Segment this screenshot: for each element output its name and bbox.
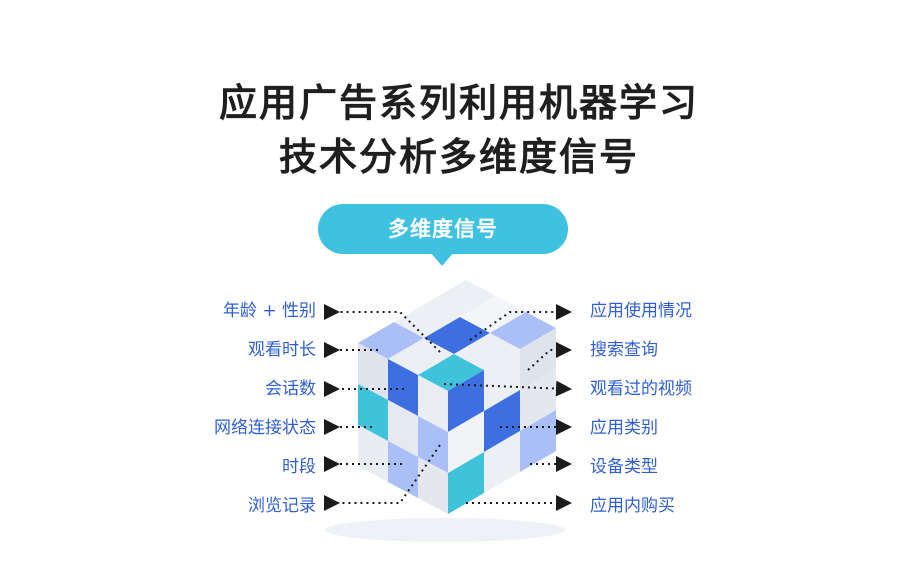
cube-left-face [358, 343, 448, 514]
signal-label-watch-time: 观看时长 [248, 340, 316, 360]
signals-bubble: 多维度信号 [318, 204, 568, 254]
cube-top-face [358, 280, 556, 391]
signal-label-time-of-day: 时段 [282, 457, 316, 477]
cube-shadow [325, 518, 565, 542]
signal-label-app-usage: 应用使用情况 [590, 301, 692, 321]
signal-label-watched-videos: 观看过的视频 [590, 379, 692, 399]
connector-app-usage [469, 304, 572, 341]
connector-watched-videos [443, 380, 572, 397]
right-connectors [443, 304, 572, 511]
left-connectors [324, 304, 441, 511]
signal-label-browsing-history: 浏览记录 [248, 496, 316, 516]
signal-label-device-type: 设备类型 [590, 457, 658, 477]
signal-label-in-app-purchases: 应用内购买 [590, 496, 675, 516]
page-title-line-1: 应用广告系列利用机器学习 [218, 81, 699, 125]
signal-label-app-category: 应用类别 [590, 418, 658, 438]
page-title-line-2: 技术分析多维度信号 [278, 135, 639, 179]
signal-label-age-gender: 年龄 + 性别 [222, 301, 316, 321]
bubble-pointer [430, 252, 454, 266]
signal-label-sessions: 会话数 [265, 379, 316, 399]
signal-label-search-queries: 搜索查询 [590, 340, 658, 360]
connector-age-gender [324, 304, 441, 353]
signal-label-network-status: 网络连接状态 [214, 418, 316, 438]
